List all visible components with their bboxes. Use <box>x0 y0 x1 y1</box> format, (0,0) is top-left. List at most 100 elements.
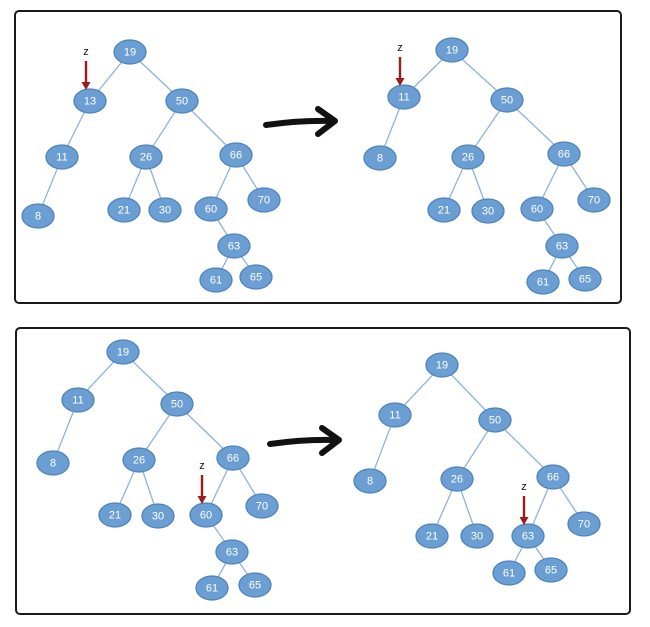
node-8: 8 <box>36 450 70 476</box>
node-19: 19 <box>425 352 459 378</box>
node-circle <box>415 523 449 549</box>
node-label: 30 <box>471 531 483 543</box>
node-circle <box>545 233 579 259</box>
panel-bottom <box>15 327 631 615</box>
node-circle <box>160 391 194 417</box>
node-label: 19 <box>436 360 448 372</box>
node-circle <box>122 447 156 473</box>
node-circle <box>98 502 132 528</box>
node-label: 63 <box>522 531 534 543</box>
node-circle <box>165 88 199 114</box>
node-label: 11 <box>389 410 400 422</box>
node-19: 19 <box>106 339 140 365</box>
z-pointer: z <box>519 481 529 525</box>
node-label: 65 <box>579 274 591 286</box>
node-circle <box>21 203 55 229</box>
node-circle <box>215 539 249 565</box>
node-circle <box>239 264 273 290</box>
node-26: 26 <box>440 466 474 492</box>
node-label: 30 <box>159 205 171 217</box>
node-19: 19 <box>113 39 147 65</box>
node-19: 19 <box>435 37 469 63</box>
node-63: 63 <box>217 233 251 259</box>
node-21: 21 <box>427 197 461 223</box>
node-circle <box>36 450 70 476</box>
node-label: 61 <box>503 568 515 580</box>
node-circle <box>511 523 545 549</box>
node-66: 66 <box>219 142 253 168</box>
node-circle <box>492 560 526 586</box>
node-65: 65 <box>534 557 568 583</box>
node-label: 66 <box>230 150 242 162</box>
node-8: 8 <box>353 468 387 494</box>
node-63: 63 <box>545 233 579 259</box>
node-label: 65 <box>545 565 557 577</box>
node-circle <box>106 339 140 365</box>
node-60: 60 <box>520 196 554 222</box>
node-66: 66 <box>547 141 581 167</box>
node-circle <box>107 197 141 223</box>
node-label: 61 <box>210 275 222 287</box>
pointer-arrow-head <box>395 78 405 86</box>
node-label: 13 <box>84 96 96 108</box>
node-11: 11 <box>61 387 95 413</box>
node-circle <box>216 445 250 471</box>
node-label: 63 <box>556 241 568 253</box>
node-label: 21 <box>426 531 438 543</box>
node-circle <box>536 464 570 490</box>
node-circle <box>148 197 182 223</box>
node-label: 66 <box>547 472 559 484</box>
node-label: 26 <box>462 152 474 164</box>
node-label: 70 <box>578 519 590 531</box>
node-66: 66 <box>536 464 570 490</box>
node-label: 70 <box>256 501 268 513</box>
node-61: 61 <box>199 267 233 293</box>
node-label: 26 <box>451 474 463 486</box>
z-pointer-label: z <box>521 481 527 493</box>
node-label: 66 <box>558 149 570 161</box>
node-30: 30 <box>471 198 505 224</box>
node-61: 61 <box>195 575 229 601</box>
node-70: 70 <box>247 187 281 213</box>
node-label: 19 <box>124 47 136 59</box>
node-label: 61 <box>537 277 549 289</box>
node-label: 66 <box>227 453 239 465</box>
node-circle <box>141 503 175 529</box>
node-66: 66 <box>216 445 250 471</box>
node-circle <box>460 523 494 549</box>
node-label: 8 <box>50 458 56 470</box>
arrow-shaft <box>267 436 341 447</box>
node-label: 50 <box>171 399 183 411</box>
node-61: 61 <box>492 560 526 586</box>
node-8: 8 <box>21 203 55 229</box>
node-circle <box>435 37 469 63</box>
node-11: 11 <box>387 84 421 110</box>
node-26: 26 <box>122 447 156 473</box>
node-circle <box>425 352 459 378</box>
node-65: 65 <box>568 266 602 292</box>
node-label: 63 <box>228 241 240 253</box>
node-label: 21 <box>109 510 121 522</box>
node-label: 8 <box>367 476 373 488</box>
node-label: 21 <box>438 205 450 217</box>
node-70: 70 <box>577 187 611 213</box>
node-11: 11 <box>378 402 412 428</box>
pointer-arrow-head <box>197 496 207 504</box>
node-8: 8 <box>363 145 397 171</box>
node-label: 30 <box>482 206 494 218</box>
node-circle <box>199 267 233 293</box>
node-label: 50 <box>176 96 188 108</box>
transition-arrows <box>263 106 342 456</box>
node-60: 60 <box>189 502 223 528</box>
node-circle <box>219 142 253 168</box>
node-circle <box>520 196 554 222</box>
node-11: 11 <box>45 144 79 170</box>
node-label: 19 <box>446 45 458 57</box>
node-61: 61 <box>526 269 560 295</box>
node-label: 50 <box>489 415 501 427</box>
node-circle <box>189 502 223 528</box>
node-circle <box>61 387 95 413</box>
node-30: 30 <box>148 197 182 223</box>
